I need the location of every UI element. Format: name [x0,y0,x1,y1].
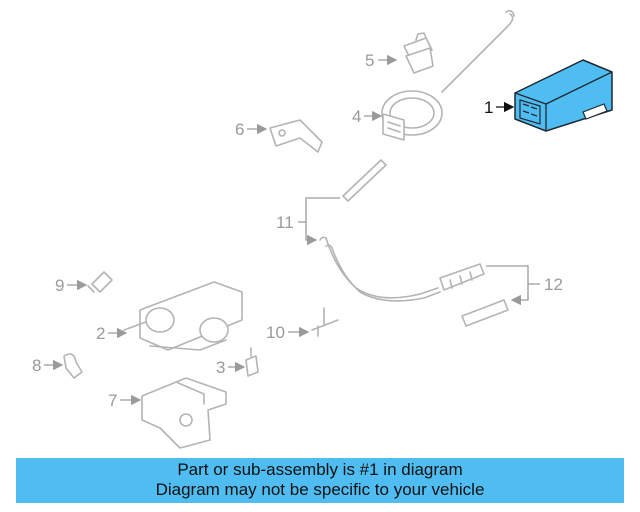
callout-4-number: 4 [352,107,361,126]
callout-1-number: 1 [484,98,493,117]
callout-12: 12 [486,265,563,306]
callout-8: 8 [32,356,64,375]
part-12-connectors[interactable] [439,263,509,327]
part-6-bracket[interactable] [269,119,323,153]
callout-2: 2 [96,324,128,343]
callout-11-number: 11 [276,213,294,232]
part-11-hoses[interactable] [319,159,441,302]
banner-line-part-number: Part or sub-assembly is #1 in diagram [177,460,463,479]
callout-1: 1 [484,98,515,117]
part-9-plug[interactable] [87,271,113,293]
callout-7: 7 [108,391,142,410]
part-8-elbow[interactable] [63,353,83,379]
banner-line-disclaimer: Diagram may not be specific to your vehi… [155,480,485,499]
part-5-socket[interactable] [403,32,434,74]
callout-4: 4 [352,107,383,126]
callout-9: 9 [55,276,88,295]
callout-6: 6 [235,120,268,139]
callout-10-number: 10 [266,323,285,342]
info-banner: Part or sub-assembly is #1 in diagram Di… [16,458,624,503]
part-10-tee[interactable] [311,307,339,337]
callout-5-number: 5 [365,51,374,70]
parts-diagram: 1 5 4 6 11 [32,9,613,449]
callout-8-number: 8 [32,356,41,375]
callout-7-number: 7 [108,391,117,410]
part-7-mount-bracket[interactable] [141,377,227,449]
callout-3: 3 [216,358,246,377]
callout-2-number: 2 [96,324,105,343]
callout-6-number: 6 [235,120,244,139]
part-3-sensor[interactable] [245,347,259,377]
callout-11: 11 [276,197,340,246]
callout-10: 10 [266,323,310,342]
callout-3-number: 3 [216,358,225,377]
callout-9-number: 9 [55,276,64,295]
callout-12-number: 12 [544,275,563,294]
part-4-actuator[interactable] [381,9,515,141]
part-1-module[interactable] [514,59,613,132]
callout-5: 5 [365,51,398,70]
part-2-pump[interactable] [123,281,243,351]
